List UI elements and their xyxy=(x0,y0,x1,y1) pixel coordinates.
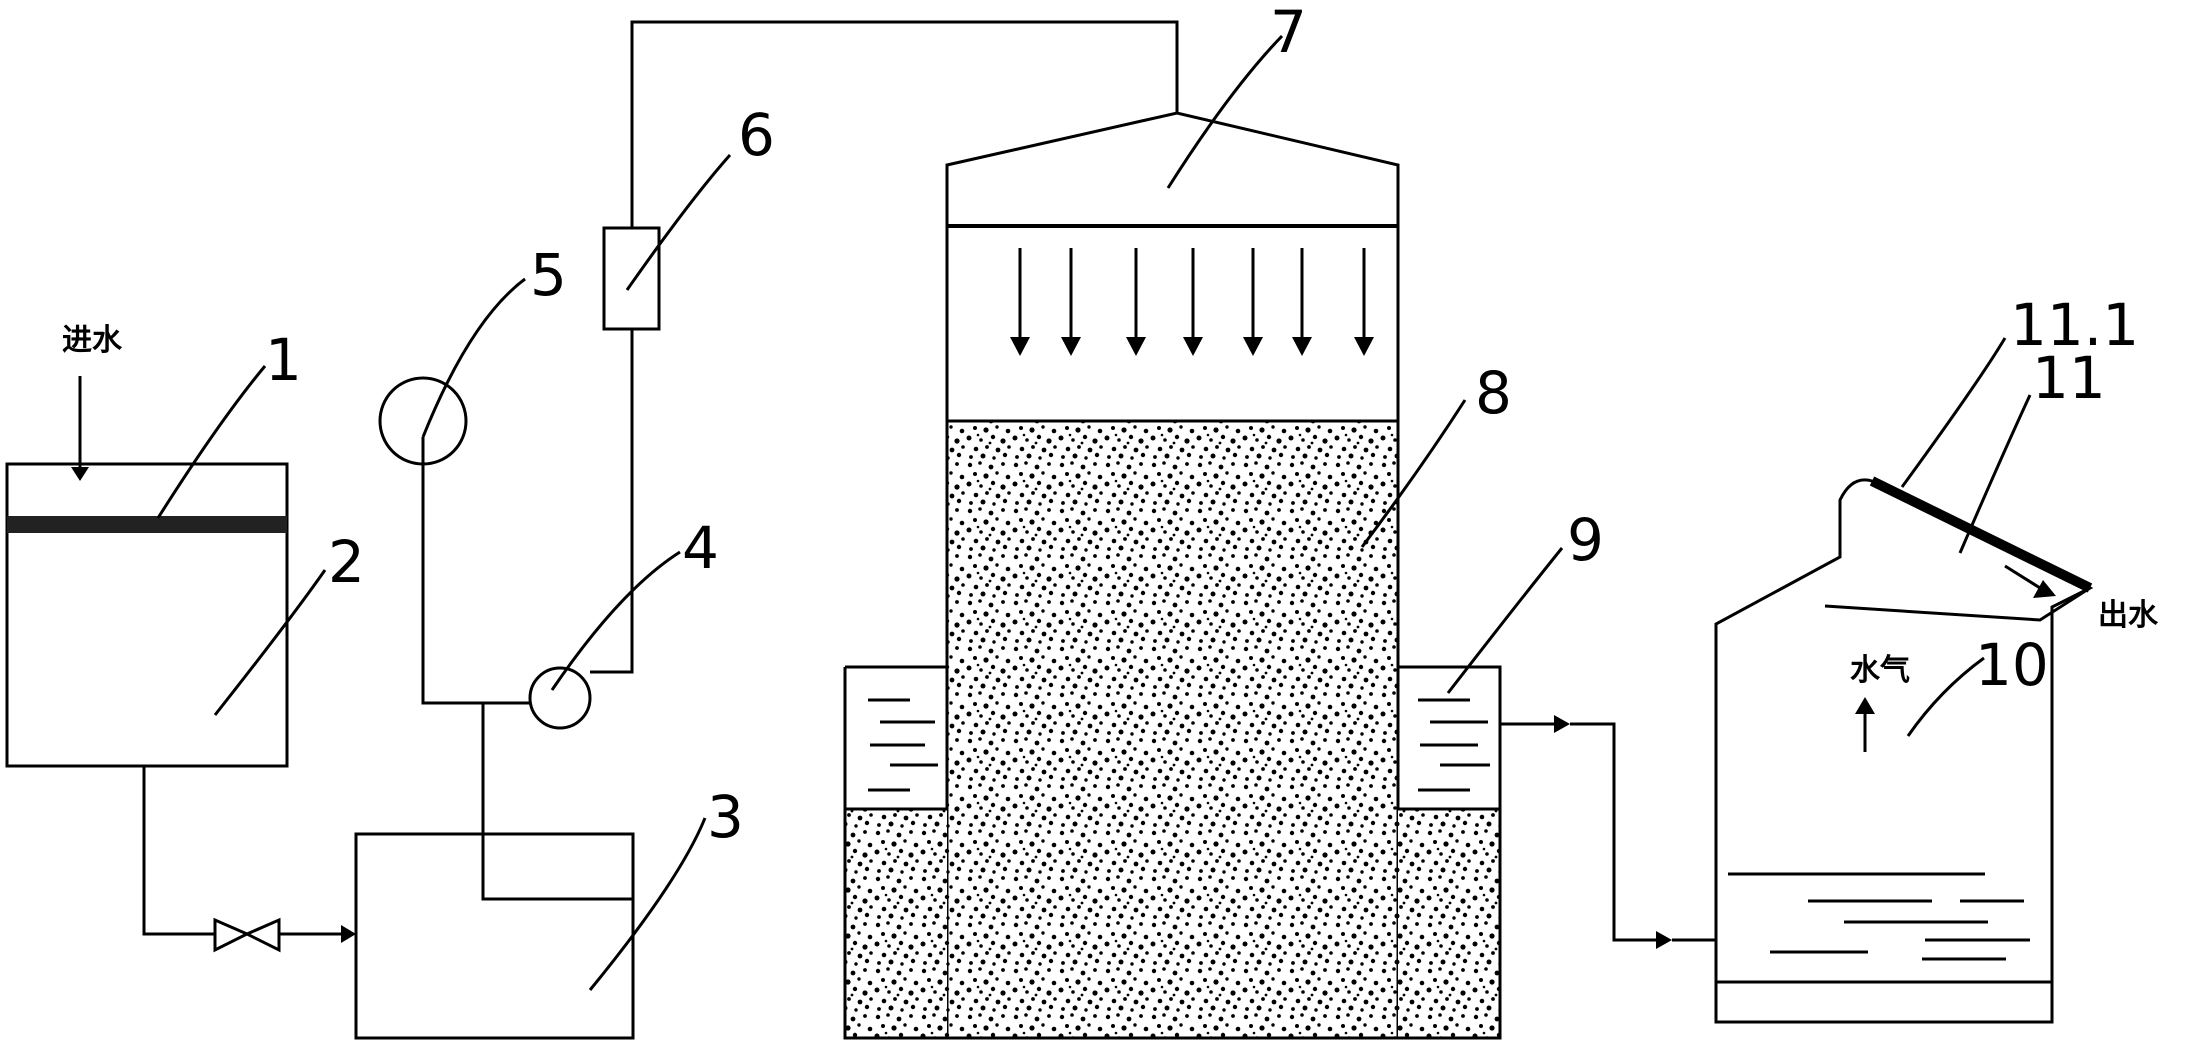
spray-arrows xyxy=(1010,248,1374,356)
label-1: 1 xyxy=(265,326,302,394)
leader-7 xyxy=(1166,34,1284,189)
label-5: 5 xyxy=(530,241,567,309)
feed-pipe xyxy=(142,766,356,953)
label-7: 7 xyxy=(1270,0,1307,66)
leader-6 xyxy=(625,154,732,291)
label-2: 2 xyxy=(328,528,365,596)
leader-9 xyxy=(1446,547,1564,694)
leader-10 xyxy=(1906,656,1985,737)
condenser-vessel: 出水 水气 10 11 11.1 xyxy=(1714,291,2159,1024)
label-11: 11 xyxy=(2032,344,2106,412)
leader-2 xyxy=(213,569,327,716)
label-3: 3 xyxy=(707,783,744,851)
valve-right xyxy=(243,917,281,953)
inlet-label: 进水 xyxy=(62,323,123,358)
leader-8 xyxy=(1360,399,1467,548)
condensing-plate-11-1 xyxy=(1869,476,2093,593)
feed-arrow-head xyxy=(341,925,356,943)
flowmeter-6: 6 xyxy=(602,20,1179,331)
gauge-pipe xyxy=(421,437,483,705)
water-seal-basin-9: 9 xyxy=(843,506,1604,1040)
top-pipe xyxy=(630,20,1179,228)
pump-4: 4 xyxy=(528,329,719,730)
pressure-gauge-5: 5 xyxy=(378,241,567,466)
label-11-1: 11.1 xyxy=(2010,291,2139,359)
label-4: 4 xyxy=(682,514,719,582)
label-6: 6 xyxy=(738,101,775,169)
leader-11-1 xyxy=(1900,337,2007,488)
outlet-arrow-head xyxy=(2033,580,2056,598)
basin-media-right xyxy=(1398,809,1500,1038)
basin-media-left xyxy=(845,809,947,1038)
label-9: 9 xyxy=(1567,506,1604,574)
filter-media-8 xyxy=(947,421,1398,1038)
screen-layer xyxy=(7,516,287,533)
leader-1 xyxy=(156,365,267,519)
vapor-arrow-head xyxy=(1855,697,1875,714)
leader-5 xyxy=(421,277,526,438)
leader-11 xyxy=(1958,394,2032,554)
suction-pipe xyxy=(481,703,633,901)
filter-column: 7 8 xyxy=(945,0,1512,1040)
valve-left xyxy=(213,917,251,953)
leader-3 xyxy=(588,817,707,991)
label-8: 8 xyxy=(1475,359,1512,427)
outlet-label: 出水 xyxy=(2098,598,2159,633)
leader-4 xyxy=(550,550,681,691)
outlet-pipe xyxy=(1500,715,1716,949)
vapor-label: 水气 xyxy=(1850,653,1910,688)
inlet-arrow-head xyxy=(71,467,89,481)
inlet-tank: 进水 1 2 xyxy=(5,323,365,768)
distributor-hood xyxy=(945,111,1400,228)
collection-trough xyxy=(1824,586,2091,622)
tank-3: 3 xyxy=(354,437,744,1040)
label-10: 10 xyxy=(1975,631,2049,699)
discharge-pipe xyxy=(590,329,634,674)
